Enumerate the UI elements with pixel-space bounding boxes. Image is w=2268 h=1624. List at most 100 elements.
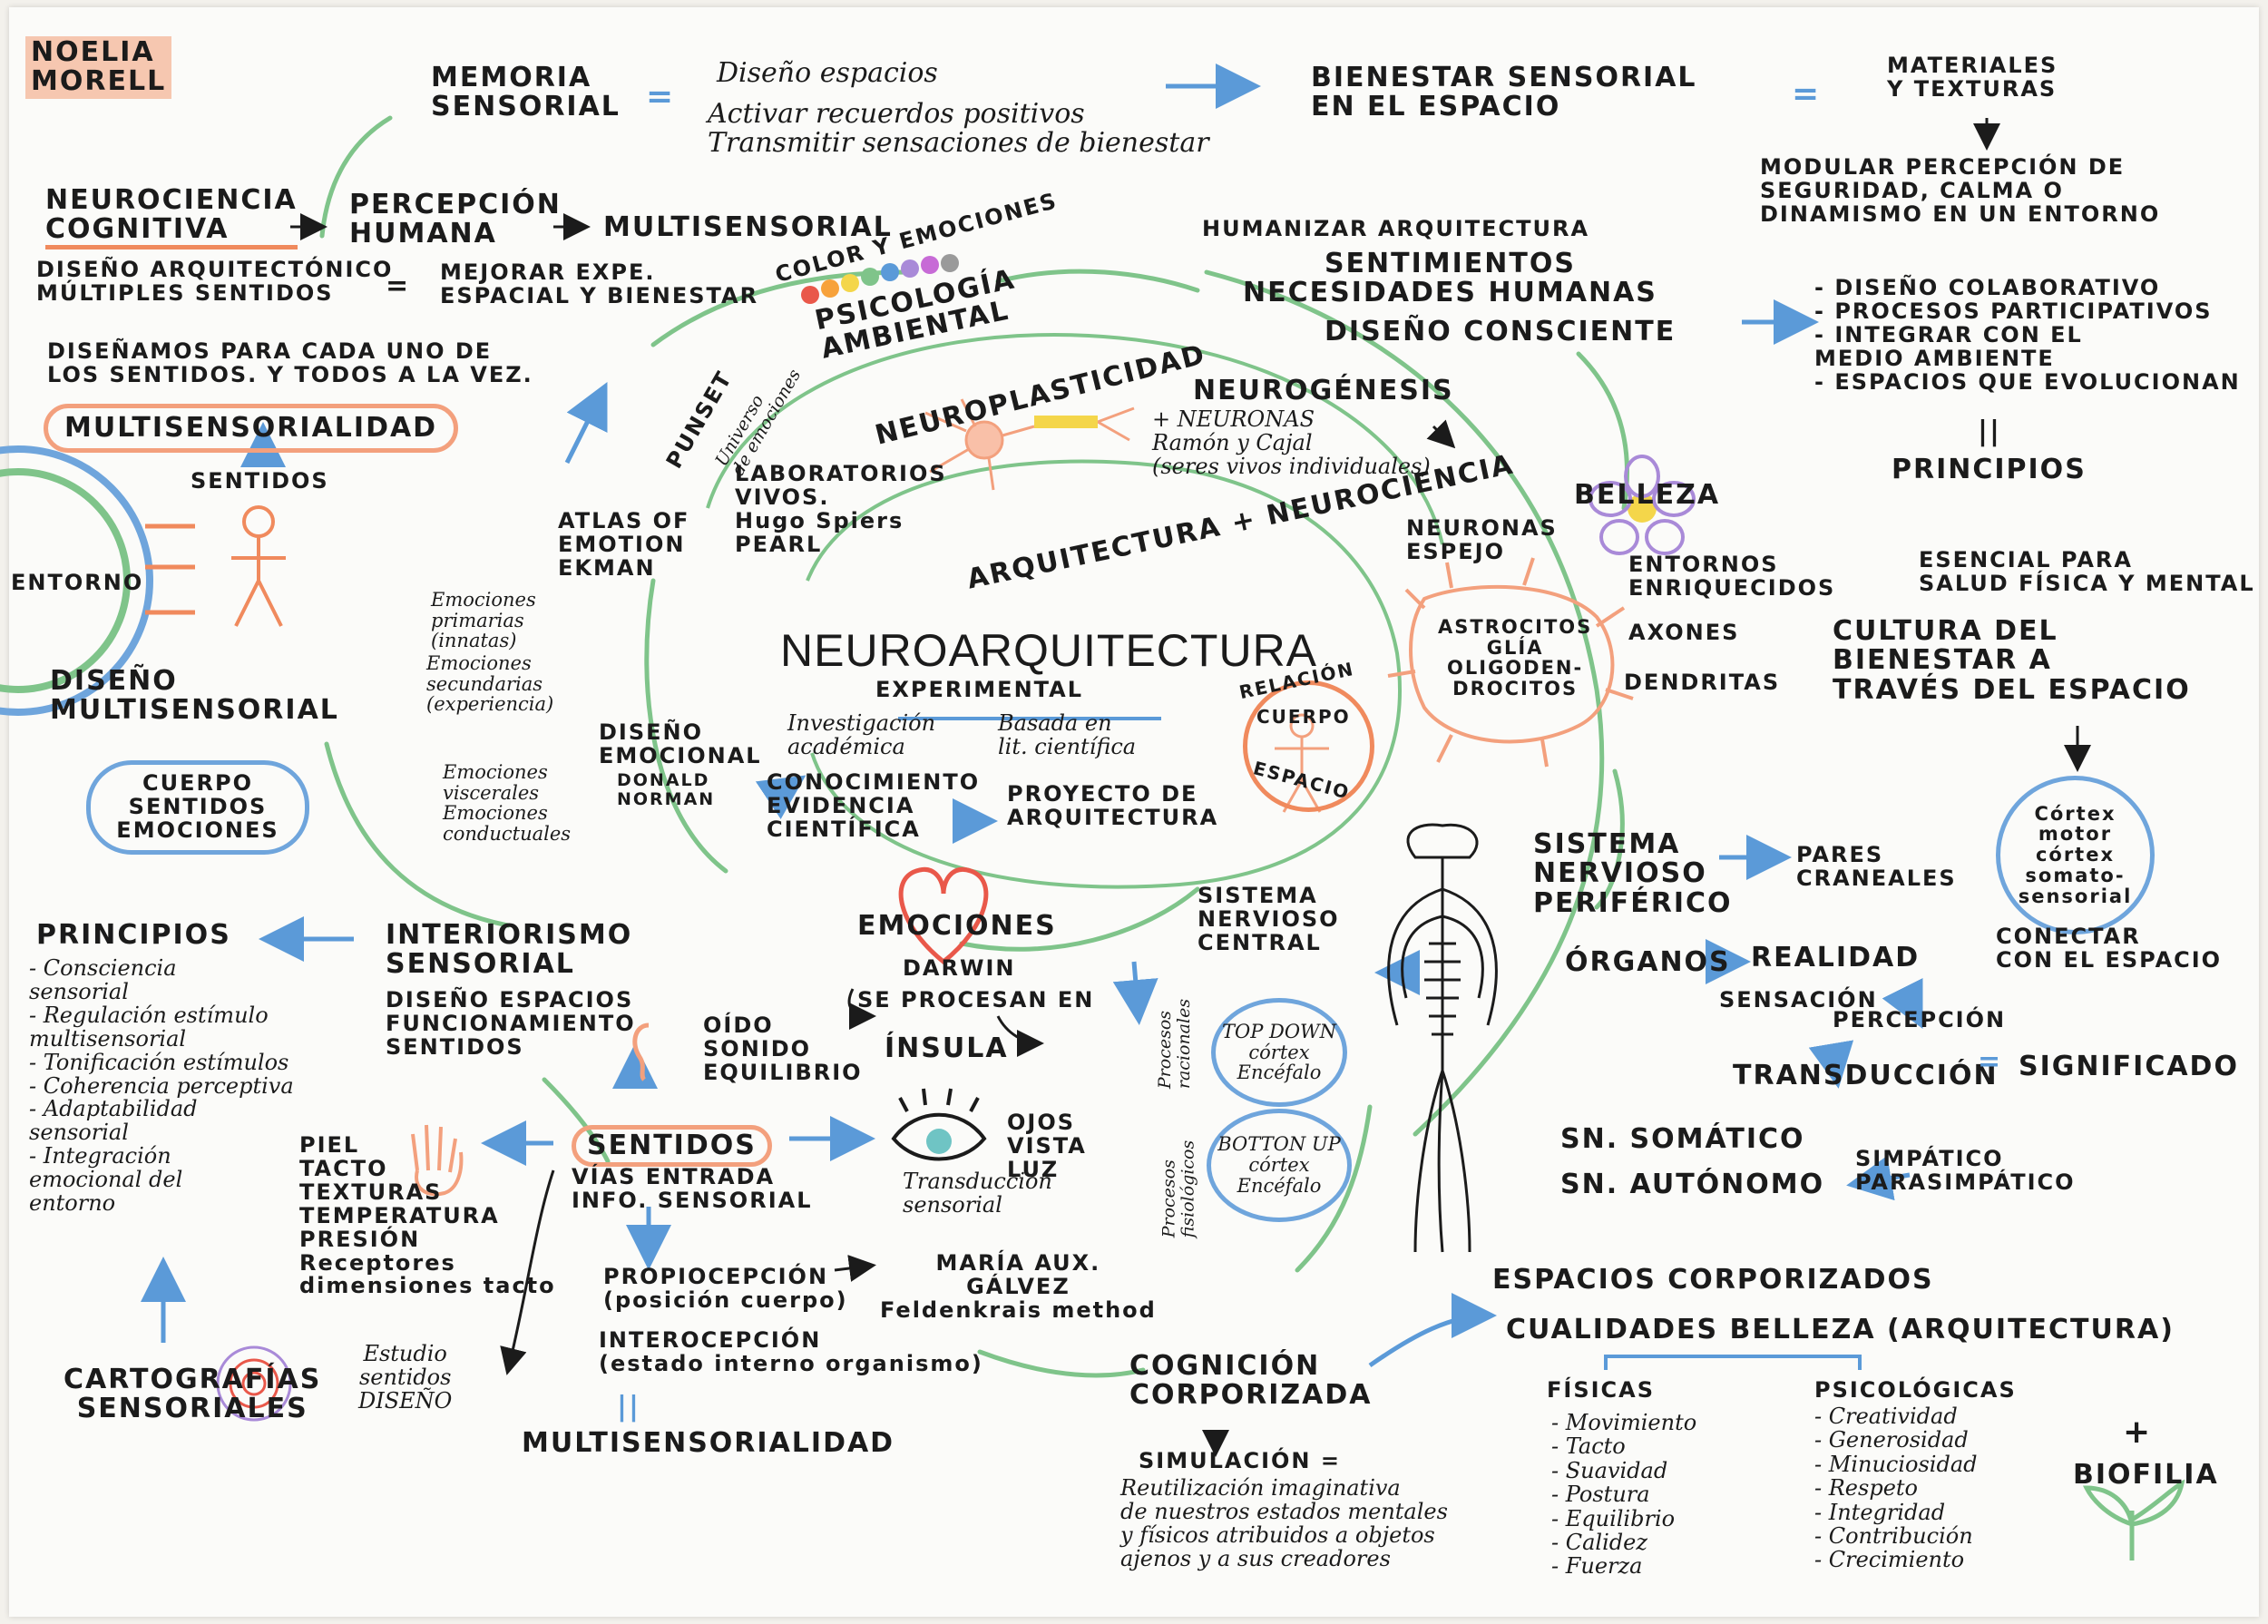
sn-somatico-label: SN. SOMÁTICO — [1560, 1125, 1805, 1154]
psicologicas-list: - Creatividad - Generosidad - Minuciosid… — [1814, 1404, 1978, 1572]
bienestar-sensorial-heading: BIENESTAR SENSORIAL EN EL ESPACIO — [1311, 64, 1697, 122]
cuerpo-label: CUERPO — [1256, 708, 1351, 728]
simulacion-label: SIMULACIÓN = — [1139, 1450, 1341, 1473]
significado-label: SIGNIFICADO — [2019, 1052, 2239, 1081]
interocepcion-text: INTEROCEPCIÓN (estado interno organismo) — [599, 1329, 983, 1376]
multisensorialidad-footer: MULTISENSORIALIDAD — [522, 1429, 894, 1458]
neuronas-cajal-text: + NEURONAS Ramón y Cajal (seres vivos in… — [1152, 408, 1431, 479]
equals-sign-4: || — [1978, 417, 2001, 446]
modular-percepcion-text: MODULAR PERCEPCIÓN DE SEGURIDAD, CALMA O… — [1760, 156, 2160, 227]
interiorismo-sensorial-heading: INTERIORISMO SENSORIAL — [386, 921, 632, 980]
cualidades-bracket — [1606, 1356, 1860, 1370]
emociones-conductuales-text: Emociones conductuales — [443, 803, 571, 844]
donald-norman-text: DONALD NORMAN — [617, 771, 715, 808]
experimental-subtitle: EXPERIMENTAL — [875, 679, 1083, 702]
oido-sonido-text: OÍDO SONIDO EQUILIBRIO — [703, 1014, 863, 1085]
diseno-emocional-heading: DISEÑO EMOCIONAL — [599, 721, 762, 768]
person-icon — [231, 507, 286, 626]
myelin-shape — [1034, 416, 1098, 428]
darwin-label: DARWIN — [903, 957, 1015, 981]
conocimiento-evidencia-text: CONOCIMIENTO EVIDENCIA CIENTÍFICA — [767, 771, 980, 842]
sentidos-label: SENTIDOS — [191, 470, 329, 494]
neuroarquitectura-title: NEUROARQUITECTURA — [780, 626, 1317, 675]
transduccion-label: TRANSDUCCIÓN — [1733, 1061, 1999, 1091]
equals-sign-3: = — [386, 272, 410, 301]
simpatico-parasimpatico-text: SIMPÁTICO PARASIMPÁTICO — [1855, 1148, 2076, 1195]
equals-sign-5: = — [1978, 1048, 2002, 1077]
percepcion-humana-heading: PERCEPCIÓN HUMANA — [349, 191, 562, 249]
equals-sign-6: || — [617, 1393, 640, 1422]
diseno-espacios-funcionamiento-text: DISEÑO ESPACIOS FUNCIONAMIENTO SENTIDOS — [386, 989, 636, 1060]
disenamos-text: DISEÑAMOS PARA CADA UNO DE LOS SENTIDOS.… — [47, 340, 533, 387]
principios-diseno-list: - DISEÑO COLABORATIVO - PROCESOS PARTICI… — [1814, 277, 2241, 395]
laboratorios-vivos-text: LABORATORIOS VIVOS. Hugo Spiers PEARL — [735, 463, 947, 557]
fisicas-list: - Movimiento - Tacto - Suavidad - Postur… — [1551, 1411, 1696, 1579]
sistema-nervioso-central-heading: SISTEMA NERVIOSO CENTRAL — [1198, 885, 1340, 955]
belleza-heading: BELLEZA — [1574, 481, 1720, 510]
biofilia-heading: BIOFILIA — [2073, 1461, 2219, 1490]
diseno-espacios-text: Diseño espacios — [717, 59, 938, 88]
axones-label: AXONES — [1628, 621, 1739, 645]
cualidades-belleza-heading: CUALIDADES BELLEZA (ARQUITECTURA) — [1506, 1316, 2175, 1345]
sistema-nervioso-periferico-heading: SISTEMA NERVIOSO PERIFÉRICO — [1533, 830, 1733, 918]
basada-literatura-text: Basada en lit. científica — [998, 712, 1136, 759]
activar-recuerdos-text: Activar recuerdos positivos Transmitir s… — [708, 100, 1209, 159]
diseno-arquitectonico-text: DISEÑO ARQUITECTÓNICO MÚLTIPLES SENTIDOS — [36, 259, 393, 306]
emociones-viscerales-text: Emociones viscerales — [443, 762, 548, 803]
realidad-label: REALIDAD — [1751, 944, 1920, 973]
se-procesan-text: SE PROCESAN EN — [857, 989, 1094, 1013]
conectar-espacio-text: CONECTAR CON EL ESPACIO — [1996, 925, 2222, 973]
multisensorial-heading: MULTISENSORIAL — [603, 213, 893, 242]
top-down-circle: TOP DOWN córtex Encéfalo — [1211, 998, 1347, 1107]
humanizar-arquitectura-text: HUMANIZAR ARQUITECTURA — [1202, 218, 1589, 241]
emociones-secundarias-text: Emociones secundarias (experiencia) — [426, 653, 553, 715]
cuerpo-sentidos-emociones-pill: CUERPO SENTIDOS EMOCIONES — [86, 760, 309, 855]
espacios-corporizados-heading: ESPACIOS CORPORIZADOS — [1492, 1266, 1934, 1295]
reutilizacion-text: Reutilización imaginativa de nuestros es… — [1120, 1477, 1448, 1571]
sentidos-pill: SENTIDOS — [572, 1125, 772, 1167]
author-name: NOELIA MORELL — [25, 36, 171, 99]
piel-tacto-list: PIEL TACTO TEXTURAS TEMPERATURA PRESIÓN … — [299, 1134, 556, 1298]
principios-left-heading: PRINCIPIOS — [36, 921, 231, 950]
neurociencia-cognitiva-heading: NEUROCIENCIA COGNITIVA — [45, 186, 298, 249]
nervous-system-icon — [1389, 825, 1497, 1252]
neuronas-espejo-text: NEURONAS ESPEJO — [1406, 517, 1558, 564]
mejorar-experiencia-text: MEJORAR EXPE. ESPACIAL Y BIENESTAR — [440, 261, 758, 308]
equals-sign-2: = — [1792, 77, 1821, 113]
procesos-fisiologicos-label: Procesos fisiológicos — [1159, 1140, 1197, 1238]
emociones-primarias-text: Emociones primarias (innatas) — [431, 590, 536, 651]
cultura-bienestar-heading: CULTURA DEL BIENESTAR A TRAVÉS DEL ESPAC… — [1833, 617, 2191, 705]
vias-entrada-text: VÍAS ENTRADA INFO. SENSORIAL — [572, 1166, 813, 1213]
memoria-sensorial-heading: MEMORIA SENSORIAL — [431, 64, 621, 122]
emociones-heading: EMOCIONES — [857, 912, 1057, 941]
procesos-racionales-label: Procesos racionales — [1156, 999, 1193, 1089]
entornos-enriquecidos-text: ENTORNOS ENRIQUECIDOS — [1628, 553, 1835, 601]
principios-left-list: - Consciencia sensorial - Regulación est… — [29, 957, 294, 1216]
insula-label: ÍNSULA — [885, 1034, 1009, 1063]
esencial-salud-text: ESENCIAL PARA SALUD FÍSICA Y MENTAL — [1919, 549, 2255, 596]
fisicas-heading: FÍSICAS — [1547, 1379, 1655, 1403]
entorno-label: ENTORNO — [11, 572, 143, 595]
diseno-consciente-heading: DISEÑO CONSCIENTE — [1325, 318, 1676, 347]
plant-icon — [2087, 1483, 2182, 1560]
percepcion-label: PERCEPCIÓN — [1833, 1009, 2006, 1032]
cognicion-corporizada-heading: COGNICIÓN CORPORIZADA — [1129, 1352, 1372, 1411]
proyecto-arquitectura-text: PROYECTO DE ARQUITECTURA — [1007, 783, 1218, 830]
eye-icon — [894, 1089, 984, 1159]
bottom-up-circle: BOTTON UP córtex Encéfalo — [1207, 1109, 1352, 1222]
astrocitos-glia-text: ASTROCITOS GLÍA OLIGODEN- DROCITOS — [1438, 617, 1592, 699]
multisensorialidad-pill: MULTISENSORIALIDAD — [44, 404, 458, 453]
equals-sign: = — [646, 80, 675, 115]
principios-heading: PRINCIPIOS — [1892, 455, 2087, 484]
plus-sign: + — [2123, 1415, 2152, 1451]
diseno-multisensorial-heading: DISEÑO MULTISENSORIAL — [50, 667, 339, 726]
organos-label: ÓRGANOS — [1565, 948, 1731, 977]
maria-auxiliadora-text: MARÍA AUX. GÁLVEZ Feldenkrais method — [880, 1252, 1157, 1323]
psicologicas-heading: PSICOLÓGICAS — [1814, 1379, 2017, 1403]
sentimientos-necesidades-text: SENTIMIENTOS NECESIDADES HUMANAS — [1243, 249, 1657, 308]
sense-arrows — [145, 526, 195, 612]
materiales-texturas-text: MATERIALES Y TEXTURAS — [1887, 54, 2058, 102]
dendritas-label: DENDRITAS — [1624, 671, 1780, 695]
atlas-emotion-text: ATLAS OF EMOTION EKMAN — [558, 510, 689, 581]
estudio-sentidos-text: Estudio sentidos DISEÑO — [358, 1343, 452, 1414]
